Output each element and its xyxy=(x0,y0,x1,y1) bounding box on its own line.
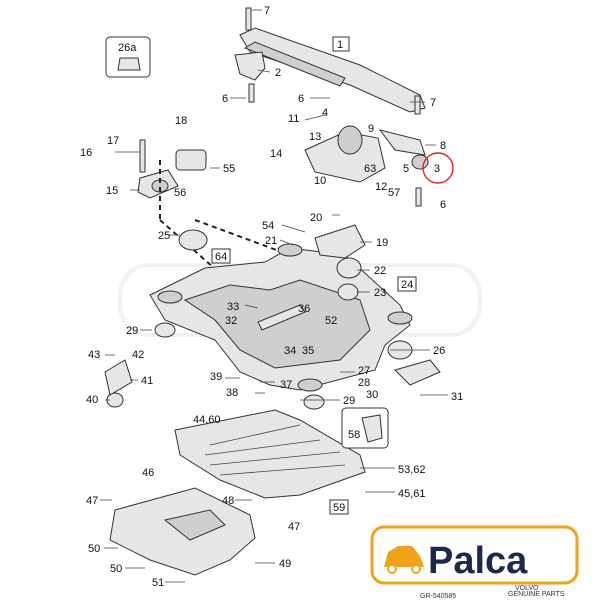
callout-label: 25 xyxy=(158,230,170,242)
callout-label: 42 xyxy=(132,349,144,361)
callout-label: 29 xyxy=(126,325,138,337)
callout-label: 11 xyxy=(288,113,299,125)
callout-label: 23 xyxy=(374,287,386,299)
callout-label: 17 xyxy=(107,135,119,147)
callout-label: 54 xyxy=(262,220,274,232)
callout-label: 35 xyxy=(302,345,314,357)
callout-label: 41 xyxy=(141,375,153,387)
leader-lines xyxy=(100,9,448,583)
footer-brand: VOLVO xyxy=(515,585,539,592)
logo-text: Palca xyxy=(428,540,528,582)
callout-label: 7 xyxy=(264,5,270,17)
callout-label: 53,62 xyxy=(398,464,426,476)
callout-label: 15 xyxy=(106,185,118,197)
footer-brand-sub: GENUINE PARTS xyxy=(508,591,565,598)
callout-label: 26a xyxy=(118,42,137,54)
callout-label: 24 xyxy=(401,279,413,291)
callout-label: 55 xyxy=(223,163,235,175)
callout-label: 10 xyxy=(314,175,326,187)
callout-label: 26 xyxy=(433,345,445,357)
callout-label: 33 xyxy=(227,301,239,313)
callout-label: 2 xyxy=(275,67,281,79)
callout-label: 64 xyxy=(215,251,227,263)
callout-label: 8 xyxy=(440,140,446,152)
bolt-parts xyxy=(245,7,422,207)
callout-label: 45,61 xyxy=(398,488,426,500)
highlight-circle xyxy=(422,152,454,184)
callout-label: 18 xyxy=(175,115,187,127)
callout-label: 47 xyxy=(288,521,300,533)
lower-shield xyxy=(109,487,256,576)
bracket-28-part xyxy=(394,359,441,386)
bracket-41-part xyxy=(104,359,133,396)
left-mount xyxy=(137,139,207,199)
callout-label: 34 xyxy=(284,345,296,357)
callout-label: 13 xyxy=(309,131,321,143)
callout-label: 32 xyxy=(225,315,237,327)
callout-label: 27 xyxy=(358,365,370,377)
bracket-19-part xyxy=(314,224,366,259)
callout-label: 38 xyxy=(226,387,238,399)
callout-label: 21 xyxy=(265,235,277,247)
callout-label: 9 xyxy=(368,123,374,135)
clip-part xyxy=(361,414,383,443)
callout-label: 6 xyxy=(298,93,304,105)
link-arm-part xyxy=(257,304,306,331)
cross-member xyxy=(239,27,426,113)
callout-label: 36 xyxy=(298,303,310,315)
callout-label: 44,60 xyxy=(193,414,221,426)
car-icon xyxy=(384,546,424,574)
callout-label: 12 xyxy=(375,181,387,193)
callout-label: 39 xyxy=(210,371,222,383)
callout-label: 47 xyxy=(86,495,98,507)
callout-label: 48 xyxy=(222,495,234,507)
callout-label: 19 xyxy=(376,237,388,249)
callout-label: 57 xyxy=(388,187,400,199)
callout-boxes xyxy=(211,36,417,515)
callout-label: 3 xyxy=(434,163,440,175)
callout-label: 20 xyxy=(310,212,322,224)
callout-label: 31 xyxy=(451,391,463,403)
callout-label: 56 xyxy=(174,187,186,199)
splash-shield xyxy=(174,409,366,499)
callout-label: 37 xyxy=(280,379,292,391)
callout-label: 29 xyxy=(343,395,355,407)
callout-label: 14 xyxy=(270,148,282,160)
callout-label: 50 xyxy=(88,543,100,555)
callout-label: 6 xyxy=(222,93,228,105)
bracket-part xyxy=(234,51,266,81)
footer-code: GR-540585 xyxy=(420,593,456,600)
callout-label: 63 xyxy=(364,163,376,175)
callout-labels: 7 1 26a 2 6 6 7 4 11 9 13 8 3 5 63 12 57… xyxy=(80,5,463,589)
callout-label: 22 xyxy=(374,265,386,277)
callout-label: 6 xyxy=(440,199,446,211)
callout-label: 5 xyxy=(403,163,409,175)
rubber-bushing-part xyxy=(117,57,141,71)
callout-label: 28 xyxy=(358,377,370,389)
callout-label: 50 xyxy=(110,563,122,575)
palca-logo: Palca xyxy=(370,525,579,585)
callout-label: 52 xyxy=(325,315,337,327)
callout-label: 7 xyxy=(430,97,436,109)
callout-label: 16 xyxy=(80,147,92,159)
bushing-parts xyxy=(106,229,413,410)
callout-label: 58 xyxy=(348,429,360,441)
callout-label: 46 xyxy=(142,467,154,479)
callout-label: 43 xyxy=(88,349,100,361)
engine-mount xyxy=(304,125,429,183)
callout-label: 40 xyxy=(86,394,98,406)
callout-label: 4 xyxy=(322,107,328,119)
callout-label: 59 xyxy=(333,502,345,514)
callout-label: 30 xyxy=(366,389,378,401)
callout-label: 1 xyxy=(337,39,343,51)
callout-label: 51 xyxy=(152,577,164,589)
callout-label: 49 xyxy=(279,558,291,570)
